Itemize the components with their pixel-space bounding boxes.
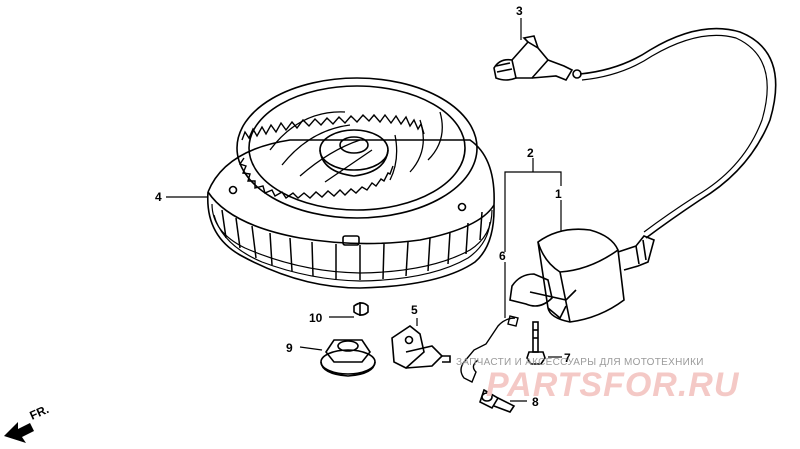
watermark-tagline: ЗАПЧАСТИ И АКСЕССУАРЫ ДЛЯ МОТОТЕХНИКИ: [456, 357, 704, 368]
front-direction-arrow: FR.: [4, 402, 51, 443]
callout-10: 10: [309, 311, 323, 325]
callout-8: 8: [532, 395, 539, 409]
callout-2: 2: [527, 146, 534, 160]
ignition-coil: [509, 228, 655, 323]
bolt-7: [526, 321, 546, 365]
stop-switch: [391, 325, 451, 369]
callout-4: 4: [155, 190, 162, 204]
callout-labels: 1 2 3 4 5 6 7 8 9 10: [155, 4, 571, 409]
front-direction-label: FR.: [28, 402, 51, 423]
watermark-logo: PARTSFOR.RU: [486, 366, 740, 404]
woodruff-key: [353, 302, 369, 316]
flywheel: [207, 77, 495, 289]
stop-switch-wire: [460, 315, 519, 383]
callout-3: 3: [516, 4, 523, 18]
leader-lines: [166, 18, 562, 402]
bolt-8: [479, 388, 516, 413]
spark-plug-cap: [493, 35, 582, 81]
high-tension-lead: [579, 27, 777, 239]
callout-9: 9: [286, 341, 293, 355]
callout-1: 1: [555, 187, 562, 201]
callout-5: 5: [411, 303, 418, 317]
flange-nut: [320, 339, 376, 377]
callout-7: 7: [564, 351, 571, 365]
callout-6: 6: [499, 249, 506, 263]
